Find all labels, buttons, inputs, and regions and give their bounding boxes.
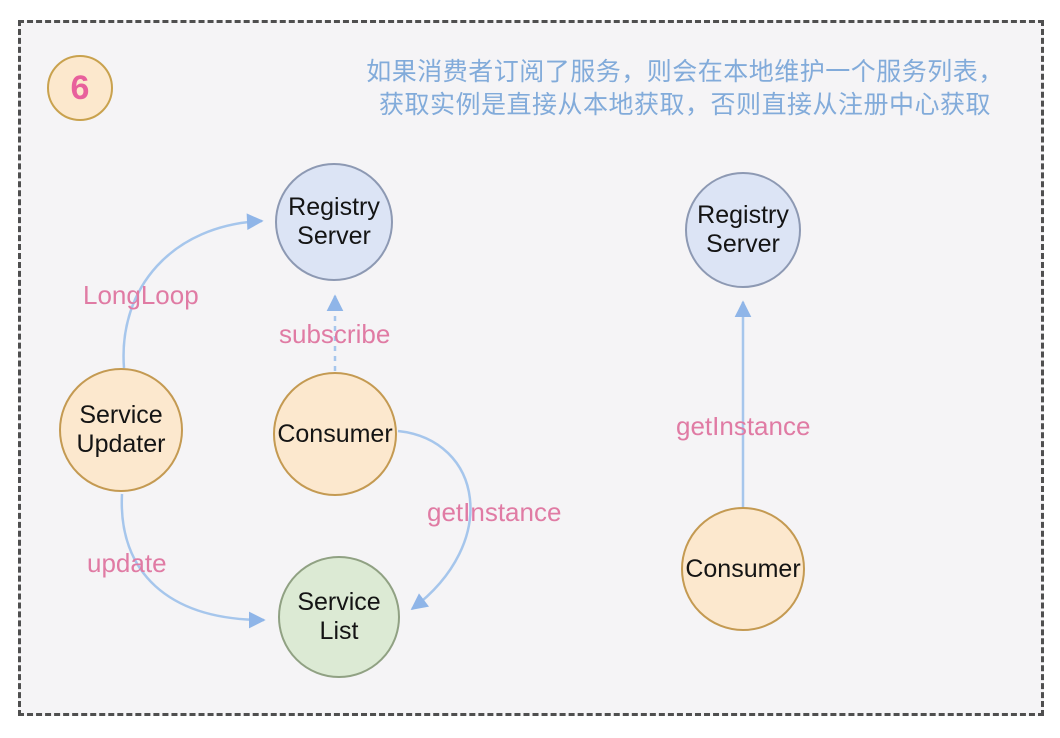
edge-label-subscribe: subscribe	[279, 319, 391, 349]
edge-label-get-instance-right: getInstance	[676, 411, 811, 441]
node-service-updater: Service Updater	[59, 368, 183, 492]
dashed-frame	[18, 20, 1044, 716]
node-consumer-right: Consumer	[681, 507, 805, 631]
node-registry-server-left: Registry Server	[275, 163, 393, 281]
node-registry-server-left-label: Registry Server	[288, 193, 380, 250]
edge-label-longloop: LongLoop	[83, 280, 199, 310]
node-consumer-left-label: Consumer	[277, 419, 393, 448]
caption-text: 如果消费者订阅了服务，则会在本地维护一个服务列表， 获取实例是直接从本地获取，否…	[340, 56, 1030, 121]
step-badge: 6	[47, 55, 113, 121]
node-registry-server-right: Registry Server	[685, 172, 801, 288]
step-badge-number: 6	[70, 68, 90, 107]
node-service-list: Service List	[278, 556, 400, 678]
node-service-list-label: Service List	[297, 588, 381, 645]
node-service-updater-label: Service Updater	[76, 401, 166, 458]
caption-line-2: 获取实例是直接从本地获取，否则直接从注册中心获取	[378, 90, 991, 119]
edge-label-update: update	[87, 548, 167, 578]
node-consumer-right-label: Consumer	[685, 554, 801, 583]
node-consumer-left: Consumer	[273, 372, 397, 496]
edge-label-get-instance-left: getInstance	[427, 497, 562, 527]
node-registry-server-right-label: Registry Server	[697, 201, 789, 258]
caption-line-1: 如果消费者订阅了服务，则会在本地维护一个服务列表，	[366, 58, 1004, 86]
